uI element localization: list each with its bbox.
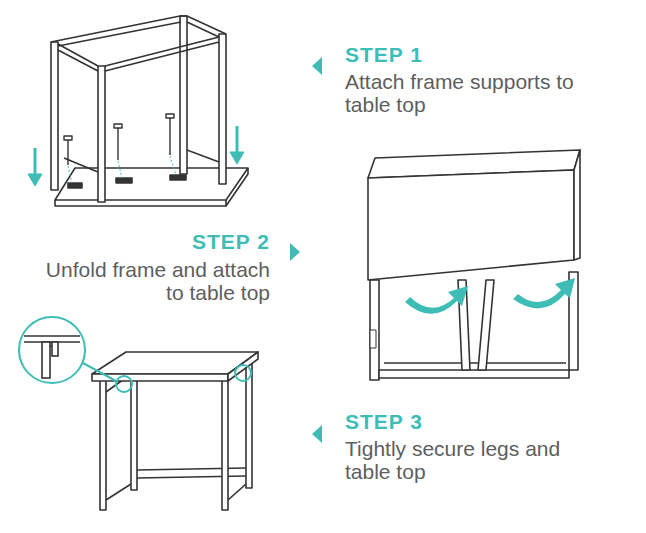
instruction-text: Unfold frame and attach to table top [32,258,270,304]
instruction-text: Tightly secure legs and table top [345,437,590,483]
instruction-text: Attach frame supports to table top [345,70,603,116]
step-heading: STEP 2 [20,230,270,254]
step2-figure [368,150,580,380]
step-pointer [312,425,322,443]
unfold-arrow [405,278,575,314]
step3-figure [92,352,258,510]
step-heading: STEP 1 [345,43,423,67]
detail-callout [19,317,251,392]
down-arrow [28,126,244,186]
step1-figure [51,16,248,206]
step-heading: STEP 3 [345,410,423,434]
step-pointer [290,243,300,261]
step-pointer [312,57,322,75]
bracket-detail [24,336,80,378]
